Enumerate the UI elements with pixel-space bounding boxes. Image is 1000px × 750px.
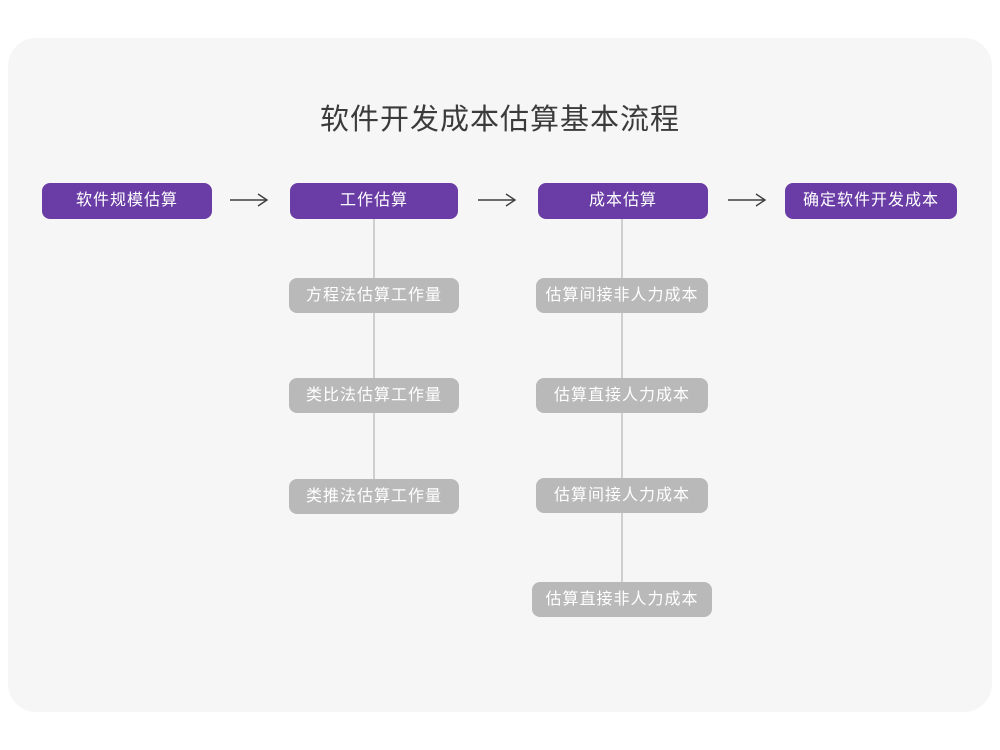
arrow-icon [727,192,767,208]
sub-node-inference-method: 类推法估算工作量 [289,479,459,514]
diagram-card [8,38,992,712]
stage-node-cost-estimation: 成本估算 [538,183,708,219]
stage-node-work-estimation: 工作估算 [290,183,458,219]
sub-node-direct-nonlabor-cost: 估算直接非人力成本 [532,582,712,617]
sub-node-indirect-labor-cost: 估算间接人力成本 [536,478,708,513]
arrow-icon [477,192,517,208]
stage-node-final-cost: 确定软件开发成本 [785,183,957,219]
connector-work-column [373,219,375,481]
sub-node-equation-method: 方程法估算工作量 [289,278,459,313]
arrow-icon [229,192,269,208]
sub-node-indirect-nonlabor-cost: 估算间接非人力成本 [536,278,708,313]
diagram-title: 软件开发成本估算基本流程 [319,104,680,136]
sub-node-analogy-method: 类比法估算工作量 [289,378,459,413]
sub-node-direct-labor-cost: 估算直接人力成本 [536,378,708,413]
stage-node-scale-estimation: 软件规模估算 [42,183,212,219]
